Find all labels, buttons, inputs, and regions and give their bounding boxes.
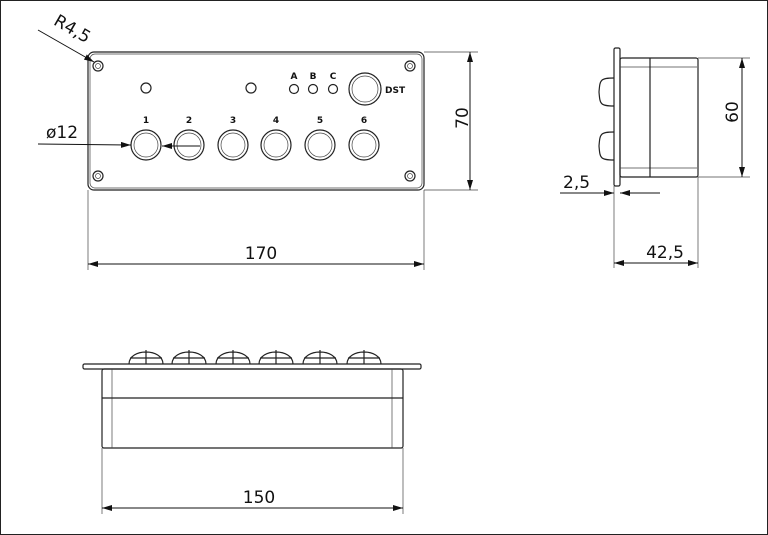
led-label: A (291, 72, 298, 82)
button-label: 4 (273, 116, 279, 126)
body-width-dimension: 150 (243, 488, 275, 508)
bottom-view (82, 350, 422, 449)
front-dimensions: R4,5 ø12 70 170 (37, 11, 478, 270)
button-domes (128, 350, 382, 365)
button-label: 2 (186, 116, 192, 126)
radius-dimension: R4,5 (50, 11, 94, 48)
led-indicator (140, 82, 152, 94)
depth-dimension: 42,5 (646, 243, 684, 263)
side-dimensions: 60 2,5 42,5 (560, 57, 750, 268)
push-buttons (130, 129, 380, 161)
button-label: 3 (230, 116, 236, 126)
led-indicator (245, 82, 257, 94)
led-c (327, 83, 339, 95)
led-a (288, 83, 300, 95)
led-label: C (330, 72, 337, 82)
button-label: 6 (361, 116, 367, 126)
led-b (307, 83, 319, 95)
dst-label: DST (385, 86, 406, 96)
button-label: 1 (143, 116, 149, 126)
front-view: A B C DST 1 2 3 4 5 6 (87, 51, 425, 191)
mounting-holes (92, 60, 416, 182)
thickness-dimension: 2,5 (563, 173, 590, 193)
dst-button (348, 72, 382, 106)
side-height-dimension: 60 (723, 101, 743, 123)
front-plate (87, 51, 425, 191)
led-label: B (310, 72, 317, 82)
diameter-dimension: ø12 (46, 123, 78, 143)
height-dimension: 70 (453, 107, 473, 129)
button-label: 5 (317, 116, 323, 126)
bottom-dimensions: 150 (101, 448, 404, 514)
side-view (598, 47, 699, 187)
width-dimension: 170 (245, 244, 277, 264)
